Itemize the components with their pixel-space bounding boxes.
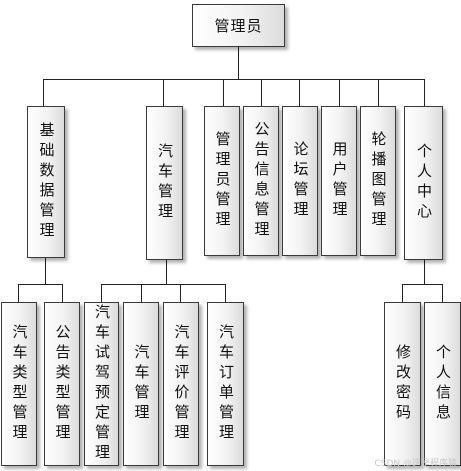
node-personal-info: 个人信息 — [424, 302, 461, 466]
watermark: CSDN @这是程序猿 — [374, 459, 457, 469]
node-label: 汽车管理 — [156, 143, 174, 223]
node-label: 公告信息管理 — [252, 121, 271, 241]
node-carousel-management: 轮播图管理 — [360, 106, 396, 256]
node-label: 汽车评价管理 — [172, 324, 191, 444]
node-basic-data-management: 基础数据管理 — [27, 106, 65, 258]
node-car-type-management: 汽车类型管理 — [1, 302, 37, 466]
node-notice-management: 公告信息管理 — [243, 106, 279, 256]
node-car-order-management: 汽车订单管理 — [207, 302, 244, 466]
node-label: 公告类型管理 — [53, 324, 72, 444]
node-label: 个人信息 — [434, 344, 452, 424]
node-test-drive-booking-management: 汽车试驾预定管理 — [84, 302, 119, 466]
node-label: 汽车类型管理 — [10, 324, 29, 444]
node-label: 汽车订单管理 — [217, 324, 235, 444]
node-change-password: 修改密码 — [384, 302, 421, 466]
node-label: 论坛管理 — [291, 141, 310, 221]
node-label: 用户管理 — [330, 141, 349, 221]
node-notice-type-management: 公告类型管理 — [44, 302, 80, 466]
node-car-management: 汽车管理 — [146, 106, 183, 260]
node-car-management-sub: 汽车管理 — [123, 302, 159, 466]
node-label: 管理员管理 — [213, 131, 232, 231]
node-label: 个人中心 — [415, 143, 433, 223]
node-car-review-management: 汽车评价管理 — [163, 302, 199, 466]
node-admin-management: 管理员管理 — [204, 106, 240, 256]
node-label: 汽车管理 — [132, 344, 151, 424]
root-node-admin: 管理员 — [192, 4, 285, 47]
root-node-label: 管理员 — [214, 17, 263, 35]
node-label: 汽车试驾预定管理 — [93, 304, 111, 464]
node-label: 修改密码 — [394, 344, 412, 424]
node-user-management: 用户管理 — [321, 106, 357, 256]
node-personal-center: 个人中心 — [404, 106, 443, 260]
node-forum-management: 论坛管理 — [282, 106, 318, 256]
node-label: 轮播图管理 — [369, 131, 388, 231]
node-label: 基础数据管理 — [37, 122, 56, 242]
